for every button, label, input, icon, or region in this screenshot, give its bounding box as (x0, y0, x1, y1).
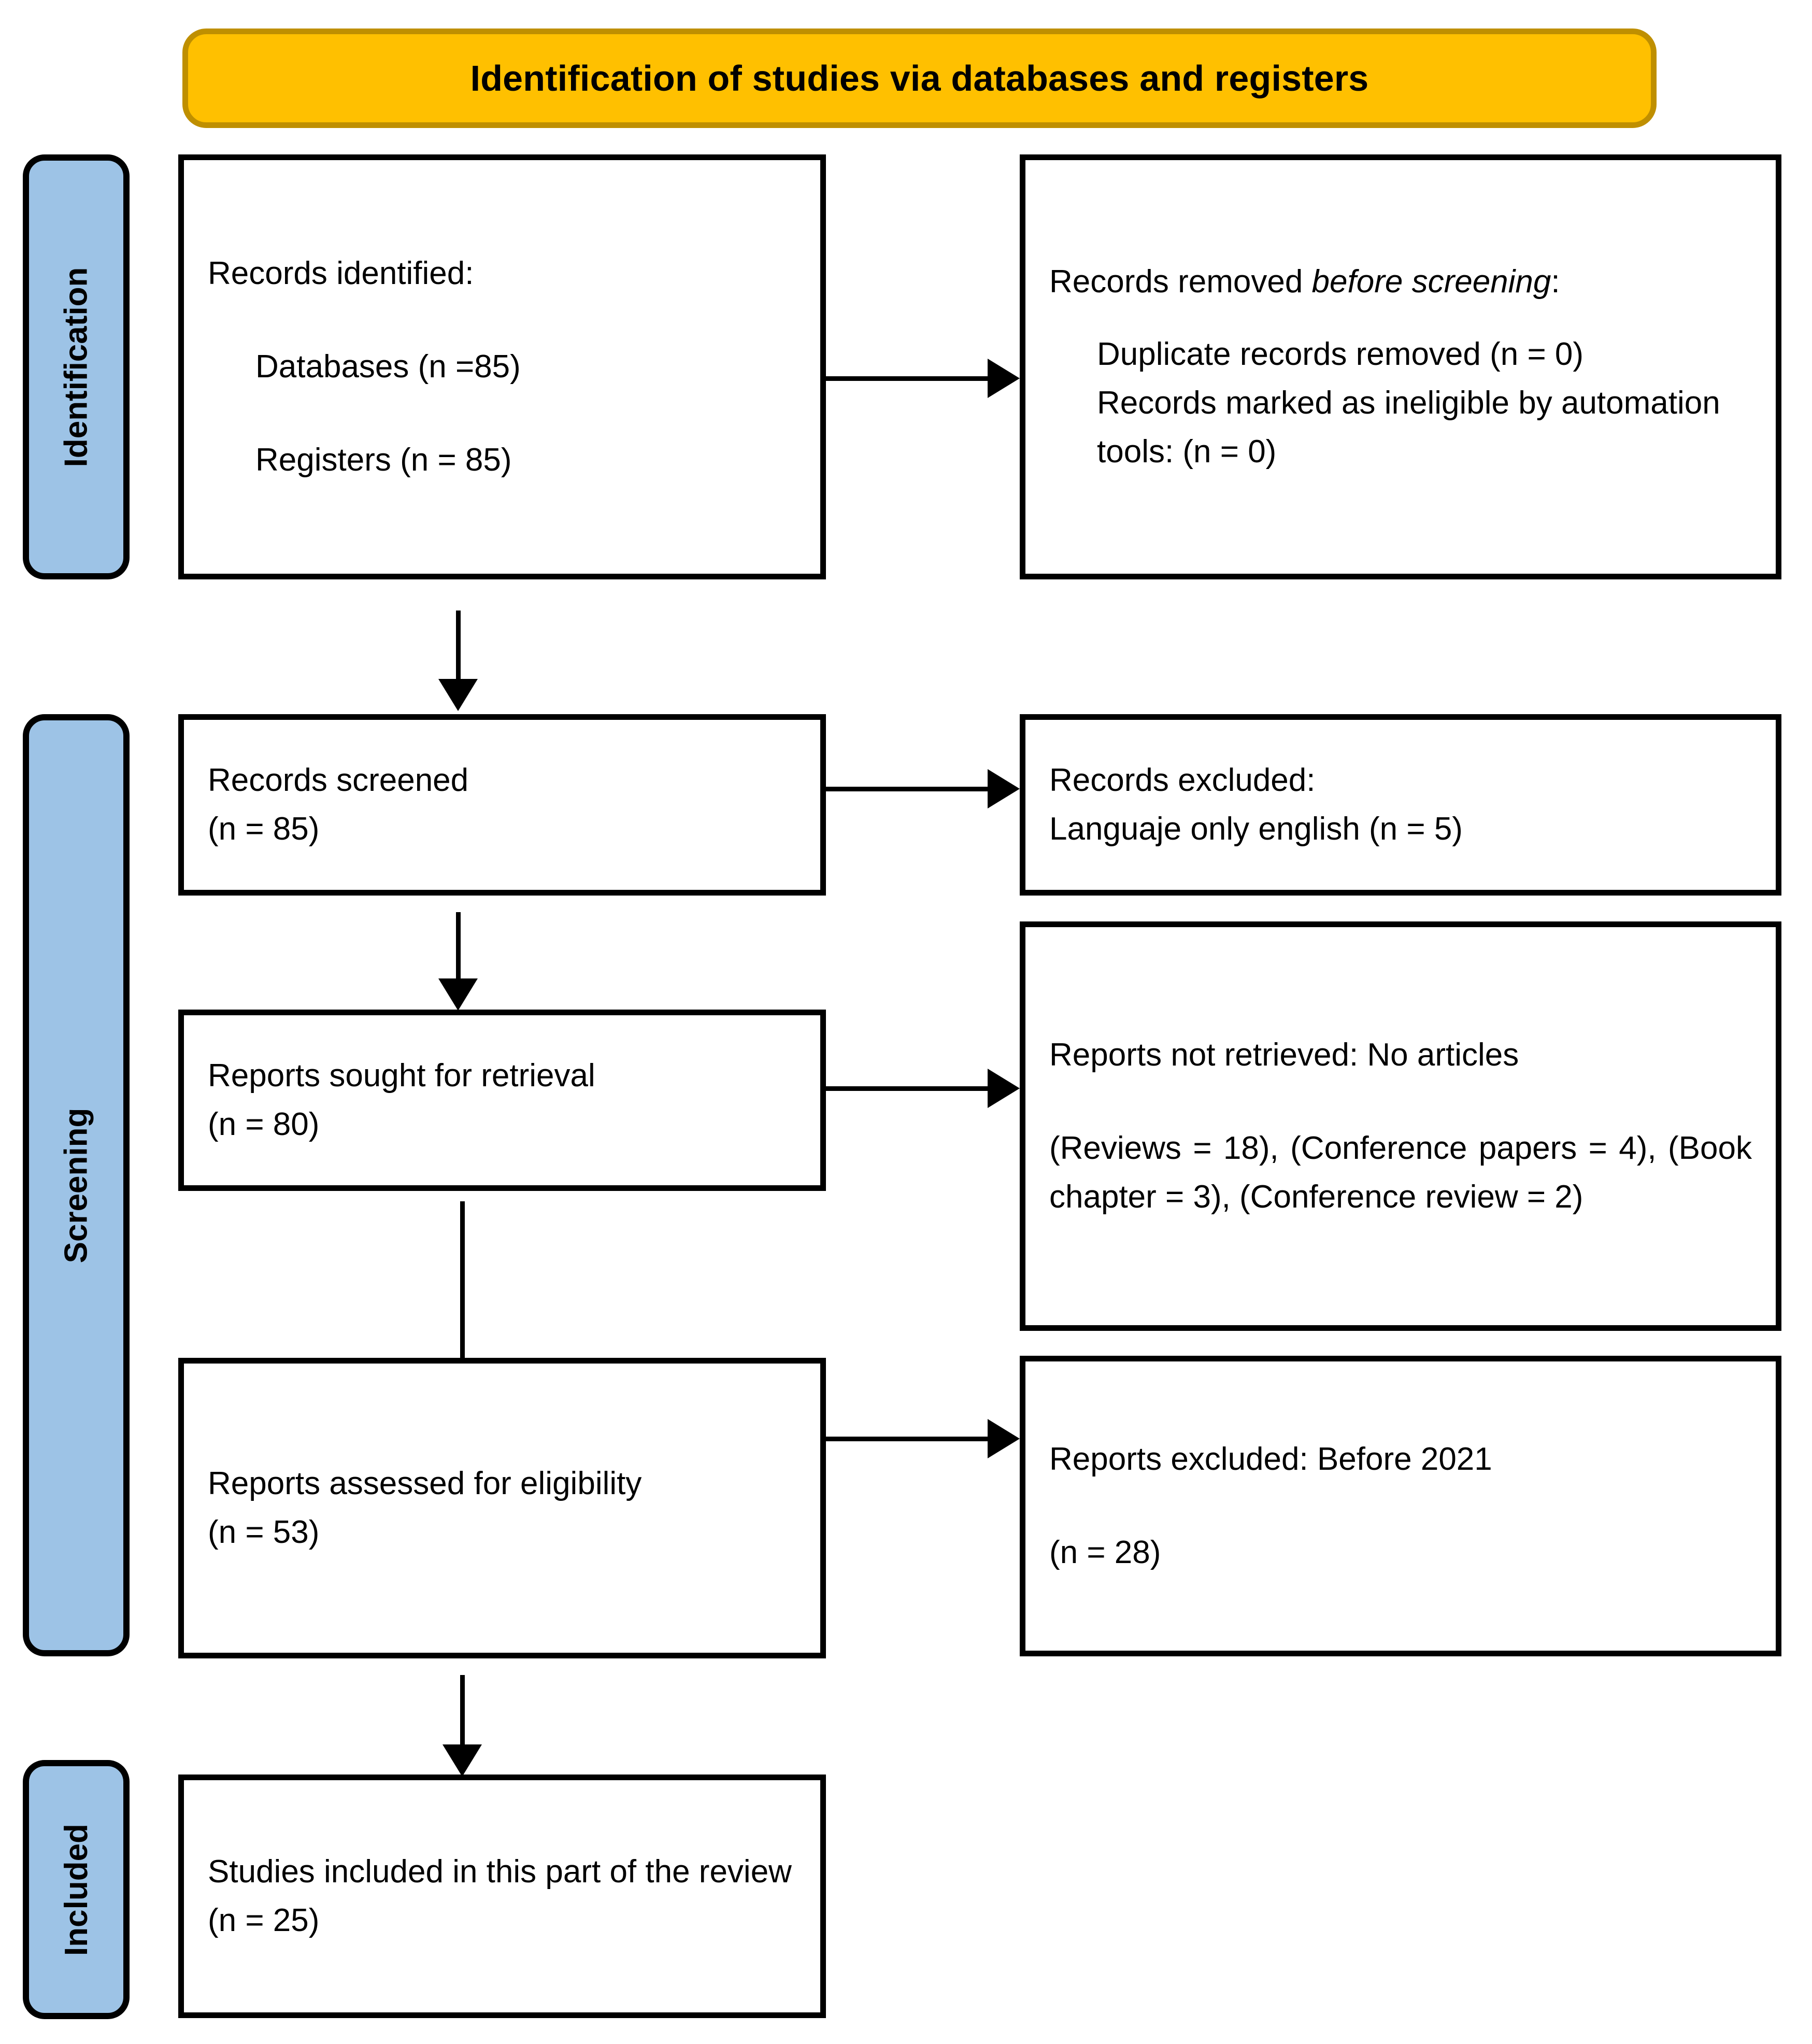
box-reports-assessed: Reports assessed for eligibility (n = 53… (178, 1358, 826, 1658)
arrowhead-right-icon (988, 1419, 1020, 1458)
box-records-removed: Records removed before screening: Duplic… (1020, 154, 1781, 579)
arrowhead-down-icon (438, 978, 478, 1011)
diagram-title-text: Identification of studies via databases … (470, 58, 1369, 98)
connector-line (456, 912, 461, 984)
box-records-excluded: Records excluded: Languaje only english … (1020, 714, 1781, 896)
records-screened-heading: Records screened (208, 762, 469, 798)
box-reports-sought: Reports sought for retrieval (n = 80) (178, 1010, 826, 1191)
stage-label-included: Included (58, 1823, 94, 1956)
stage-rail-screening: Screening (23, 714, 130, 1656)
box-records-identified: Records identified: Databases (n =85) Re… (178, 154, 826, 579)
records-excluded-reason: Languaje only english (n = 5) (1049, 811, 1463, 847)
box-reports-not-retrieved: Reports not retrieved: No articles (Revi… (1020, 921, 1781, 1331)
connector-line (456, 611, 461, 684)
connector-line (826, 1086, 991, 1091)
reports-assessed-count: (n = 53) (208, 1514, 320, 1550)
box-records-screened: Records screened (n = 85) (178, 714, 826, 896)
stage-rail-included: Included (23, 1760, 130, 2019)
connector-line (826, 376, 991, 381)
reports-assessed-heading: Reports assessed for eligibility (208, 1465, 642, 1501)
records-removed-heading-suffix: : (1551, 263, 1560, 300)
arrowhead-right-icon (988, 1069, 1020, 1108)
reports-excluded-heading: Reports excluded: Before 2021 (1049, 1441, 1492, 1477)
records-identified-heading: Records identified: (208, 255, 474, 291)
reports-not-retrieved-detail: (Reviews = 18), (Conference papers = 4),… (1049, 1130, 1752, 1215)
connector-line (826, 1437, 991, 1441)
records-identified-databases: Databases (n =85) (255, 348, 521, 385)
records-screened-count: (n = 85) (208, 811, 320, 847)
arrowhead-right-icon (988, 359, 1020, 398)
reports-sought-heading: Reports sought for retrieval (208, 1057, 595, 1094)
connector-line (460, 1675, 465, 1749)
studies-included-count: (n = 25) (208, 1903, 320, 1938)
stage-label-screening: Screening (58, 1108, 94, 1263)
reports-sought-count: (n = 80) (208, 1106, 320, 1142)
records-identified-registers: Registers (n = 85) (255, 442, 512, 478)
records-removed-automation: Records marked as ineligible by automati… (1097, 385, 1720, 470)
stage-label-identification: Identification (58, 267, 94, 467)
records-removed-heading-prefix: Records removed (1049, 263, 1312, 300)
reports-not-retrieved-heading: Reports not retrieved: No articles (1049, 1037, 1519, 1073)
connector-line (826, 787, 991, 791)
box-reports-excluded: Reports excluded: Before 2021 (n = 28) (1020, 1356, 1781, 1656)
arrowhead-right-icon (988, 769, 1020, 808)
diagram-title-banner: Identification of studies via databases … (182, 29, 1657, 128)
records-excluded-heading: Records excluded: (1049, 762, 1316, 798)
box-studies-included: Studies included in this part of the rev… (178, 1775, 826, 2018)
records-removed-duplicates: Duplicate records removed (n = 0) (1097, 336, 1584, 372)
arrowhead-down-icon (438, 679, 478, 711)
connector-line (460, 1201, 465, 1384)
stage-rail-identification: Identification (23, 154, 130, 579)
studies-included-heading: Studies included in this part of the rev… (208, 1853, 792, 1890)
reports-excluded-count: (n = 28) (1049, 1535, 1161, 1570)
arrowhead-down-icon (443, 1744, 482, 1777)
records-removed-heading: Records removed before screening: (1049, 258, 1752, 306)
records-removed-heading-italic: before screening (1311, 263, 1551, 300)
